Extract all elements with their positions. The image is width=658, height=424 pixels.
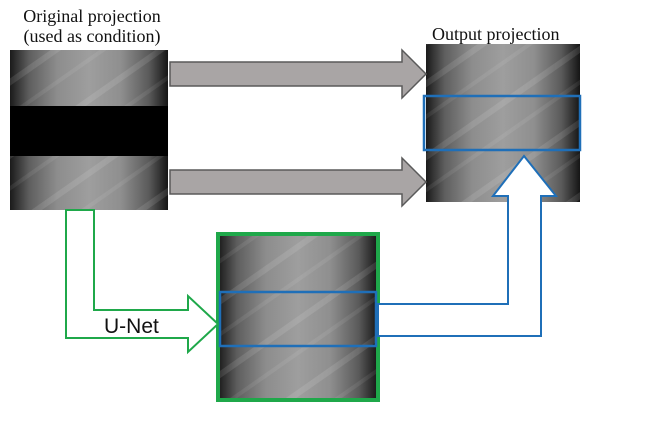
bottom-passthrough-arrow — [169, 156, 428, 208]
unet-label: U-Net — [104, 315, 159, 338]
output-inpainted-region — [422, 94, 582, 152]
original-projection — [10, 50, 168, 210]
output-projection-caption: Output projection — [432, 24, 560, 44]
top-passthrough-arrow — [169, 48, 428, 100]
original-caption-line2: (used as condition) — [23, 26, 161, 46]
return-arrow — [377, 154, 559, 337]
output-projection — [422, 44, 582, 202]
original-projection-caption: Original projection (used as condition) — [12, 6, 172, 46]
unet-output-image — [216, 232, 380, 402]
masked-region — [10, 106, 168, 156]
unet-predicted-region — [218, 290, 378, 348]
original-caption-line1: Original projection — [23, 6, 161, 26]
unet-arrow — [65, 209, 220, 355]
